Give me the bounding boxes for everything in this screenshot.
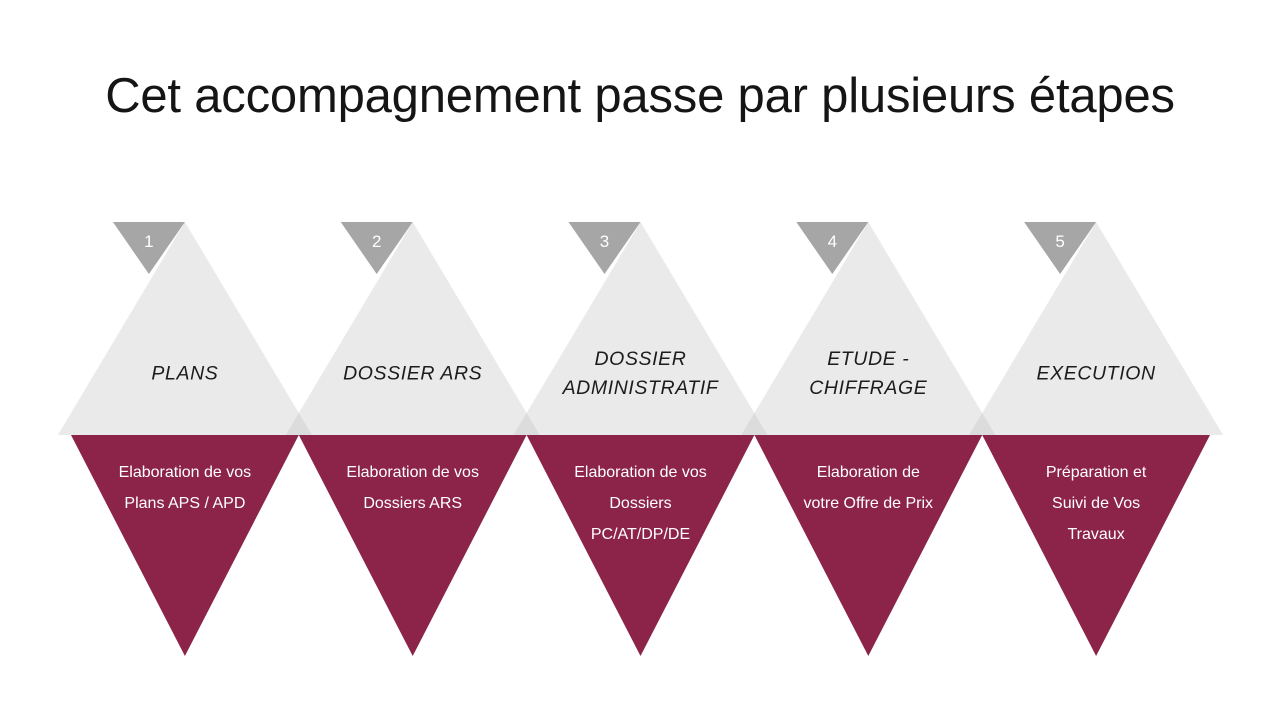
step-5-description-line-1: Préparation et [1045,464,1147,481]
step-2-description-line-2: Dossiers ARS [363,495,463,512]
step-2-title: DOSSIER ARS [299,360,527,389]
step-4-number: 4 [827,232,838,251]
step-5-red-triangle [982,435,1210,656]
step-2-number-badge [340,222,413,274]
step-4-description: Elaboration de votre Offre de Prix [754,457,982,519]
step-5-title: EXECUTION [982,360,1210,389]
step-5-description-line-2: Suivi de Vos [1052,495,1141,512]
step-3-title-line-2: ADMINISTRATIF [562,377,719,399]
step-1-title-line-1: PLANS [151,362,219,385]
step-1-number-badge [112,222,185,274]
step-4-title-line-1: ETUDE - [827,348,910,370]
step-3-title: DOSSIER ADMINISTRATIF [527,345,755,403]
step-4-number-badge [796,222,869,274]
triangle-shapes-group [57,222,1224,656]
light-triangle-overlap-3 [741,413,768,435]
step-3-description-line-1: Elaboration de vos [574,464,707,481]
step-3-red-triangle [526,435,755,656]
step-3-description-line-2: Dossiers [609,495,672,512]
step-3-number: 3 [599,232,610,251]
step-3-light-triangle [513,222,768,435]
step-5-light-triangle [969,222,1224,435]
step-1-description-line-1: Elaboration de vos [118,464,252,481]
step-4-light-triangle [741,222,996,435]
step-4-red-triangle [754,435,983,656]
step-5-number: 5 [1055,232,1065,251]
step-3-number-badge [568,222,641,274]
step-1-title: PLANS [71,360,299,389]
step-4-title: ETUDE - CHIFFRAGE [754,345,982,403]
step-1-light-triangle [57,222,312,435]
step-1-red-triangle [71,435,299,656]
step-5-title-line-1: EXECUTION [1036,362,1156,385]
step-5-number-badge [1024,222,1097,274]
step-1-description-line-2: Plans APS / APD [124,495,246,512]
step-4-description-line-2: votre Offre de Prix [803,495,934,512]
step-4-description-line-1: Elaboration de [816,464,920,481]
step-2-title-line-1: DOSSIER ARS [343,362,483,385]
step-1-number: 1 [144,232,154,251]
step-3-description-line-3: PC/AT/DP/DE [590,526,691,543]
step-4-title-line-2: CHIFFRAGE [809,377,928,399]
light-triangle-overlap-4 [969,413,996,435]
step-2-light-triangle [285,222,540,435]
step-2-description-line-1: Elaboration de vos [346,464,479,481]
step-5-description-line-3: Travaux [1067,526,1125,543]
step-3-title-line-1: DOSSIER [594,348,687,370]
page-title: Cet accompagnement passe par plusieurs é… [105,69,1175,123]
light-triangle-overlap-1 [285,413,312,435]
step-2-number: 2 [371,232,382,251]
light-triangle-overlap-2 [513,413,540,435]
step-2-red-triangle [298,435,527,656]
